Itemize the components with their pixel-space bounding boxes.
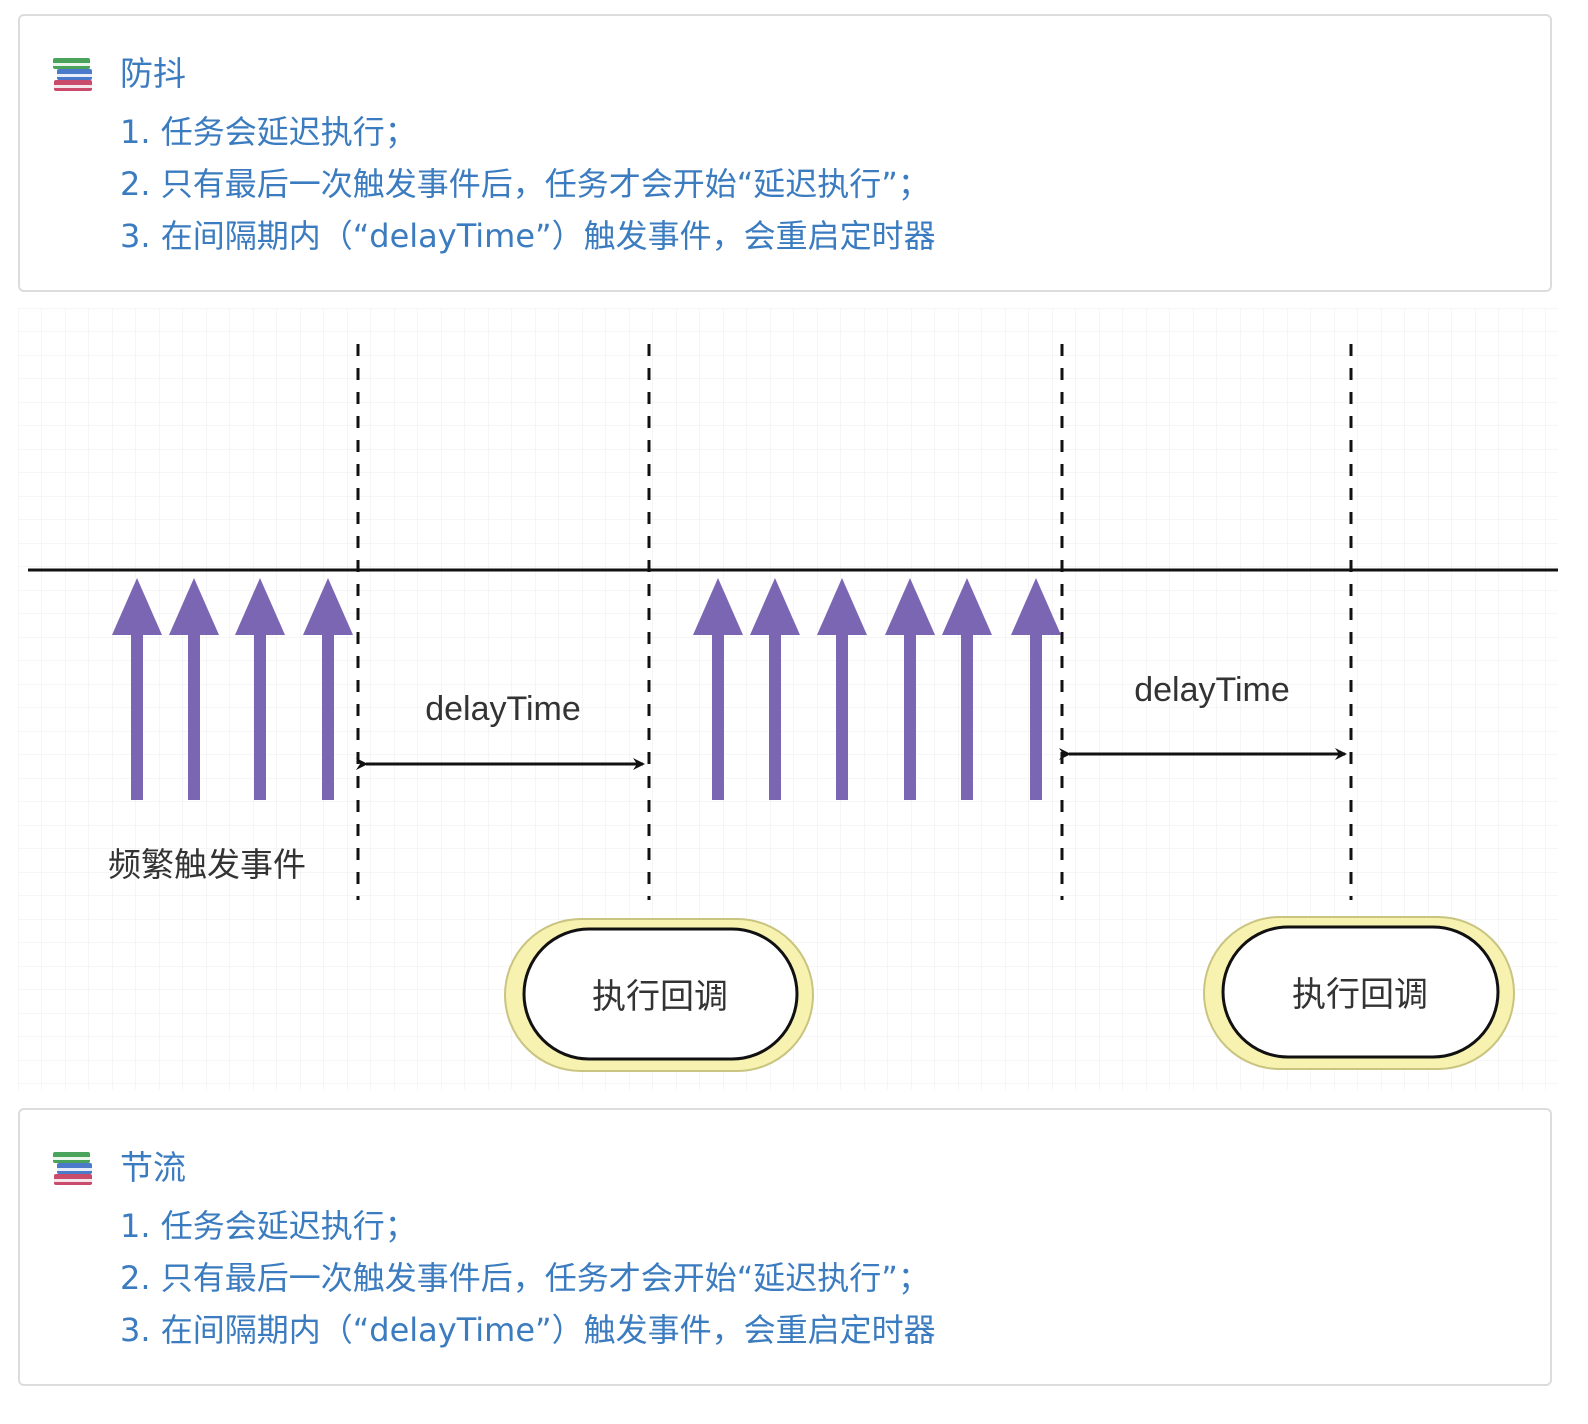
frequent-events-label: 频繁触发事件 — [108, 846, 306, 883]
list-item: 2. 只有最后一次触发事件后，任务才会开始“延迟执行”； — [120, 165, 930, 203]
note-title: 节流 — [120, 1148, 186, 1187]
note-title: 防抖 — [120, 54, 186, 93]
up-arrow-icon — [817, 578, 867, 800]
books-icon — [53, 58, 92, 91]
callback-label: 执行回调 — [1292, 976, 1428, 1014]
up-arrow-icon — [750, 578, 800, 800]
note-list: 1. 任务会延迟执行； 2. 只有最后一次触发事件后，任务才会开始“延迟执行”；… — [120, 1200, 936, 1356]
list-item: 1. 任务会延迟执行； — [120, 113, 417, 151]
callback-label: 执行回调 — [592, 978, 728, 1016]
up-arrow-icon — [942, 578, 992, 800]
diagram-canvas: delayTime delayTime 频繁触发事件 执行回调 执行回调 — [18, 308, 1558, 1090]
up-arrow-icon — [169, 578, 219, 800]
list-item: 3. 在间隔期内（“delayTime”）触发事件，会重启定时器 — [120, 1311, 936, 1349]
list-item: 3. 在间隔期内（“delayTime”）触发事件，会重启定时器 — [120, 217, 936, 255]
event-arrows-group-2 — [693, 578, 1061, 800]
delay-time-label: delayTime — [425, 690, 581, 728]
debounce-diagram: delayTime delayTime 频繁触发事件 执行回调 执行回调 — [18, 308, 1558, 1090]
callback-node-2: 执行回调 — [1203, 916, 1515, 1070]
up-arrow-icon — [885, 578, 935, 800]
list-item: 2. 只有最后一次触发事件后，任务才会开始“延迟执行”； — [120, 1259, 930, 1297]
callback-node-1: 执行回调 — [504, 918, 814, 1072]
list-item: 1. 任务会延迟执行； — [120, 1207, 417, 1245]
up-arrow-icon — [1011, 578, 1061, 800]
up-arrow-icon — [693, 578, 743, 800]
up-arrow-icon — [112, 578, 162, 800]
up-arrow-icon — [235, 578, 285, 800]
note-list: 1. 任务会延迟执行； 2. 只有最后一次触发事件后，任务才会开始“延迟执行”；… — [120, 106, 936, 262]
books-icon — [53, 1152, 92, 1185]
event-arrows-group-1 — [112, 578, 353, 800]
up-arrow-icon — [303, 578, 353, 800]
delay-time-label: delayTime — [1134, 671, 1290, 709]
debounce-note-card: 防抖 1. 任务会延迟执行； 2. 只有最后一次触发事件后，任务才会开始“延迟执… — [18, 14, 1552, 292]
throttle-note-card: 节流 1. 任务会延迟执行； 2. 只有最后一次触发事件后，任务才会开始“延迟执… — [18, 1108, 1552, 1386]
